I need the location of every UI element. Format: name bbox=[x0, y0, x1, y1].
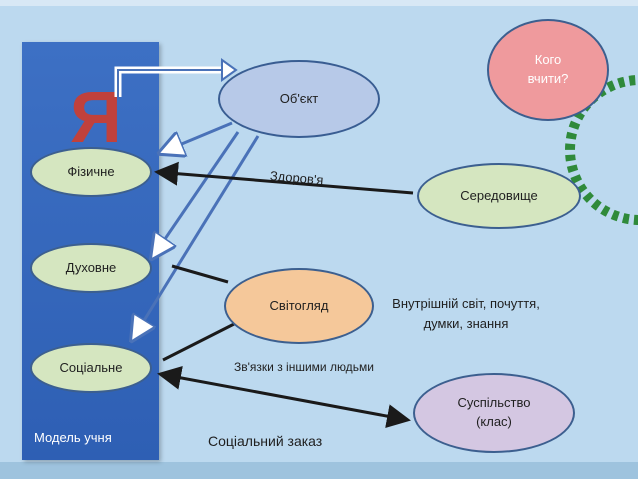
node-seredovyshche: Середовище bbox=[417, 163, 581, 229]
node-svitohliad: Світогляд bbox=[224, 268, 374, 344]
bent-arrow-to-object-outline bbox=[117, 69, 222, 97]
node-koho-vchyty: Кого вчити? bbox=[487, 19, 609, 121]
node-dukhovne: Духовне bbox=[30, 243, 152, 293]
line-worldview-to-sotsialne bbox=[162, 320, 239, 362]
bg-bottom-band bbox=[0, 462, 638, 479]
label-vnutrishnii-svit: Внутрішній світ, почуття, думки, знання bbox=[380, 294, 552, 333]
node-fizychne: Фізичне bbox=[30, 147, 152, 197]
bent-arrow-head bbox=[221, 58, 238, 82]
node-suspilstvo: Суспільство (клас) bbox=[413, 373, 575, 453]
label-vnutrishnii-line2: думки, знання bbox=[423, 315, 509, 331]
node-fizychne-label: Фізичне bbox=[67, 163, 115, 179]
node-seredovyshche-label: Середовище bbox=[460, 187, 538, 203]
label-zviazky: Зв'язки з іншими людьми bbox=[234, 360, 374, 374]
node-koho-vchyty-label: Кого вчити? bbox=[528, 51, 569, 89]
arrow-sotsialne-to-society bbox=[157, 366, 411, 428]
bg-top-band bbox=[0, 0, 638, 6]
panel-letter: Я bbox=[70, 78, 122, 158]
node-obiekt: Об'єкт bbox=[218, 60, 380, 138]
arrow-object-to-fizychne bbox=[160, 121, 233, 153]
line-worldview-to-dukhovne bbox=[171, 264, 229, 284]
node-sotsialne-label: Соціальне bbox=[59, 359, 123, 375]
node-koho-line1: Кого bbox=[534, 52, 562, 68]
node-obiekt-label: Об'єкт bbox=[279, 90, 319, 106]
node-suspilstvo-line1: Суспільство bbox=[457, 395, 531, 411]
node-suspilstvo-line2: (клас) bbox=[476, 414, 512, 429]
arrow-environment-to-fizychne bbox=[154, 161, 414, 195]
label-sotsialnyi-zakaz: Соціальний заказ bbox=[208, 433, 323, 449]
node-koho-line2: вчити? bbox=[527, 71, 569, 86]
arrow-object-to-dukhovne bbox=[152, 131, 240, 258]
node-svitohliad-label: Світогляд bbox=[269, 297, 329, 313]
bent-arrow-to-object bbox=[114, 66, 222, 97]
arrow-object-to-sotsialne bbox=[132, 135, 260, 340]
node-dukhovne-label: Духовне bbox=[65, 259, 117, 275]
panel-caption: Модель учня bbox=[34, 430, 112, 445]
label-vnutrishnii-line1: Внутрішній світ, почуття, bbox=[392, 296, 540, 311]
node-suspilstvo-label: Суспільство (клас) bbox=[458, 394, 531, 432]
node-sotsialne: Соціальне bbox=[30, 343, 152, 393]
